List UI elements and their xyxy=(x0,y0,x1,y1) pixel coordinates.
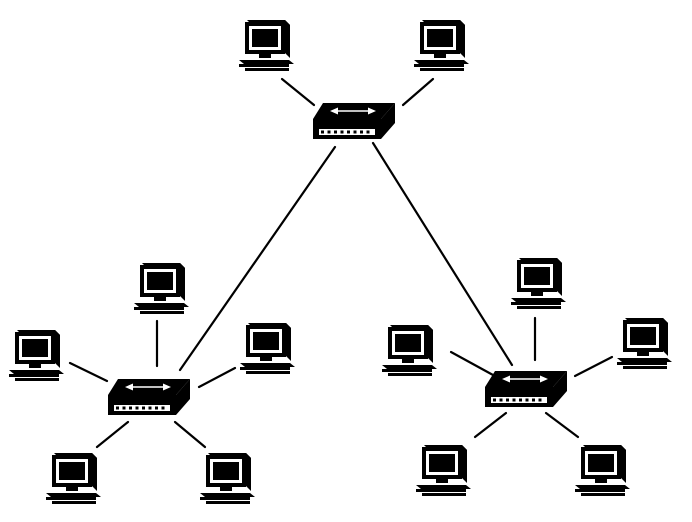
computer-icon-right-1 xyxy=(511,258,566,309)
cable-pc-left-2 xyxy=(68,361,109,383)
computer-icon-left-1 xyxy=(134,263,189,314)
cable-pc-left-5 xyxy=(173,420,207,449)
cable-pc-top-2 xyxy=(401,77,435,107)
cable-pc-top-1 xyxy=(280,77,316,107)
cable-pc-right-2 xyxy=(449,350,495,377)
uplink-top-to-left xyxy=(178,145,337,372)
network-links xyxy=(68,77,614,449)
cable-pc-right-5 xyxy=(544,411,580,439)
computer-icon-right-5 xyxy=(575,445,630,496)
network-switch-icon-left xyxy=(107,378,191,416)
network-nodes xyxy=(9,20,672,504)
computer-icon-right-3 xyxy=(617,318,672,369)
network-switch-icon-top xyxy=(312,102,396,140)
cable-pc-right-3 xyxy=(573,355,614,378)
computer-icon-top-1 xyxy=(239,20,294,71)
computer-icon-right-2 xyxy=(382,325,437,376)
cable-pc-right-4 xyxy=(473,411,508,439)
cable-pc-left-3 xyxy=(197,366,237,389)
computer-icon-left-5 xyxy=(200,453,255,504)
computer-icon-left-2 xyxy=(9,330,64,381)
computer-icon-left-4 xyxy=(46,453,101,504)
uplink-top-to-right xyxy=(371,141,514,367)
computer-icon-top-2 xyxy=(414,20,469,71)
computer-icon-right-4 xyxy=(416,445,471,496)
cable-pc-left-4 xyxy=(95,420,130,449)
network-switch-icon-right xyxy=(484,370,568,408)
computer-icon-left-3 xyxy=(240,323,295,374)
